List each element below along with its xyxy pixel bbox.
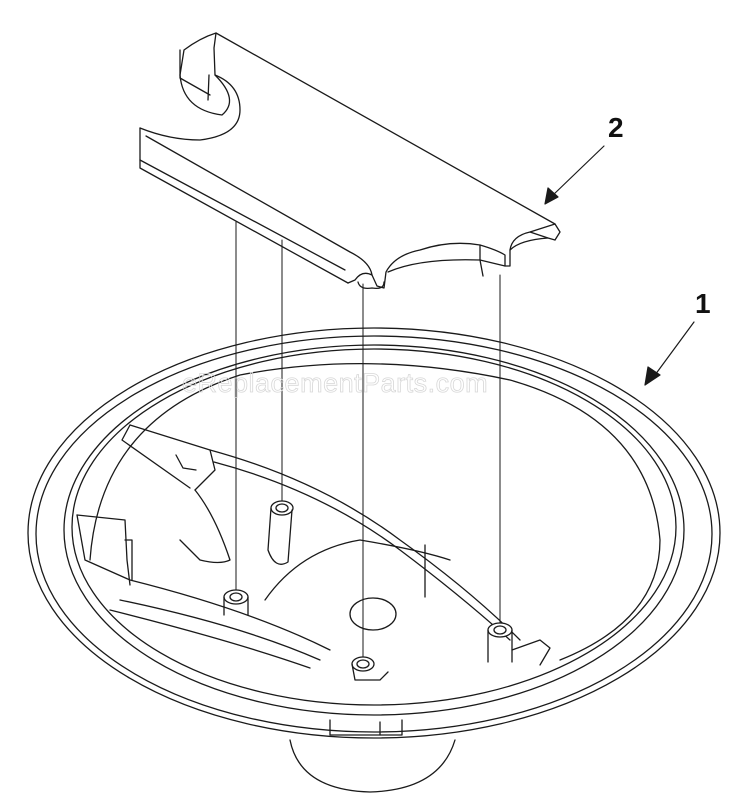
part-label-2: 2: [608, 112, 624, 143]
part-label-1: 1: [695, 288, 711, 319]
post-tall: [267, 500, 294, 565]
callout-arrow-2: [544, 145, 605, 205]
alignment-lines: [235, 221, 501, 665]
part-1-bowl: [27, 327, 721, 793]
watermark: eReplacementParts.com: [182, 368, 489, 399]
part-2-bracket: [139, 32, 561, 290]
callout-arrow-1: [644, 321, 695, 386]
post-right: [487, 622, 551, 666]
post-center: [351, 656, 389, 681]
post-left: [223, 589, 249, 616]
